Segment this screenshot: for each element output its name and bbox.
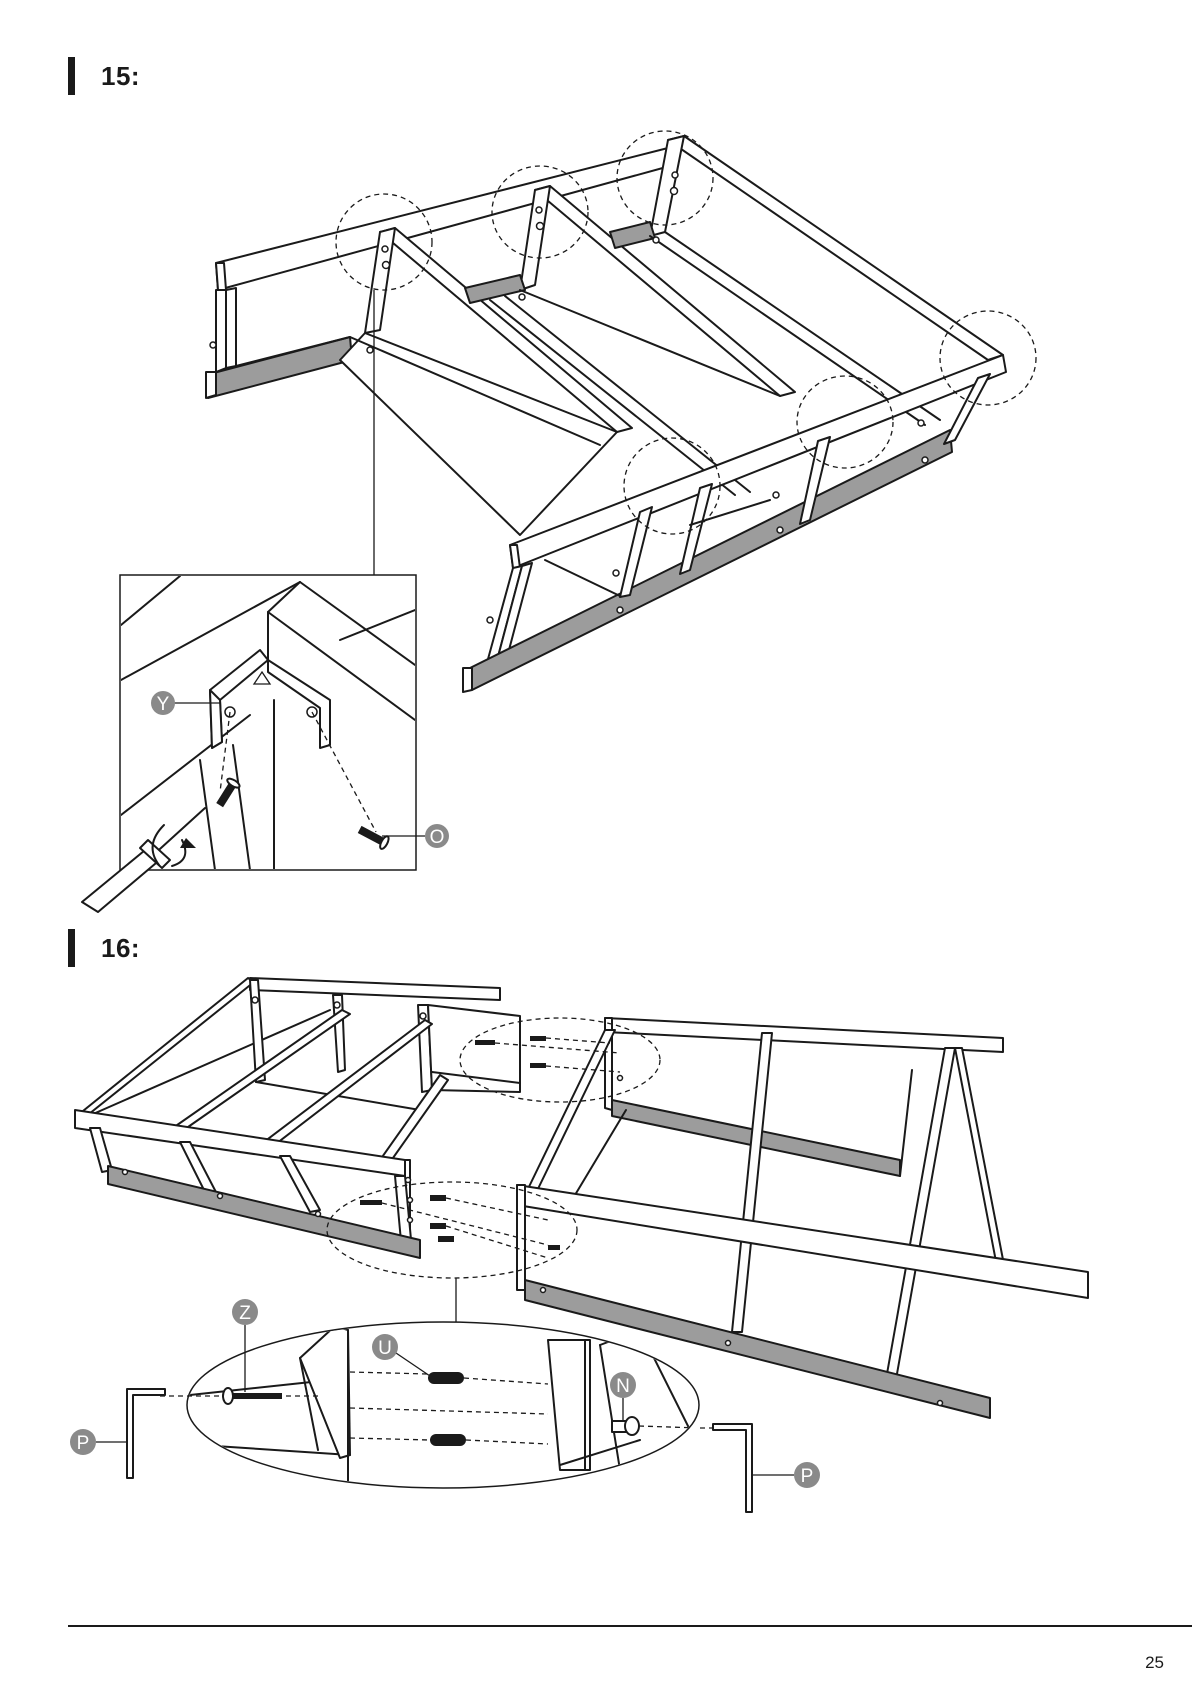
- part-label-p-left: P: [77, 1433, 90, 1454]
- allen-key-icon-left: [130, 1392, 165, 1475]
- footer-divider: [68, 1625, 1192, 1627]
- page-number: 25: [1145, 1653, 1164, 1673]
- part-label-p-right: P: [801, 1466, 814, 1487]
- step-15-detail-inset: [82, 575, 449, 912]
- part-label-z: Z: [239, 1303, 251, 1324]
- part-label-n: N: [616, 1376, 630, 1397]
- allen-key-icon-right: [713, 1424, 752, 1512]
- part-label-o: O: [430, 827, 445, 848]
- step-16-left-section: [75, 978, 520, 1258]
- part-label-u: U: [378, 1338, 392, 1359]
- part-label-y: Y: [157, 694, 170, 715]
